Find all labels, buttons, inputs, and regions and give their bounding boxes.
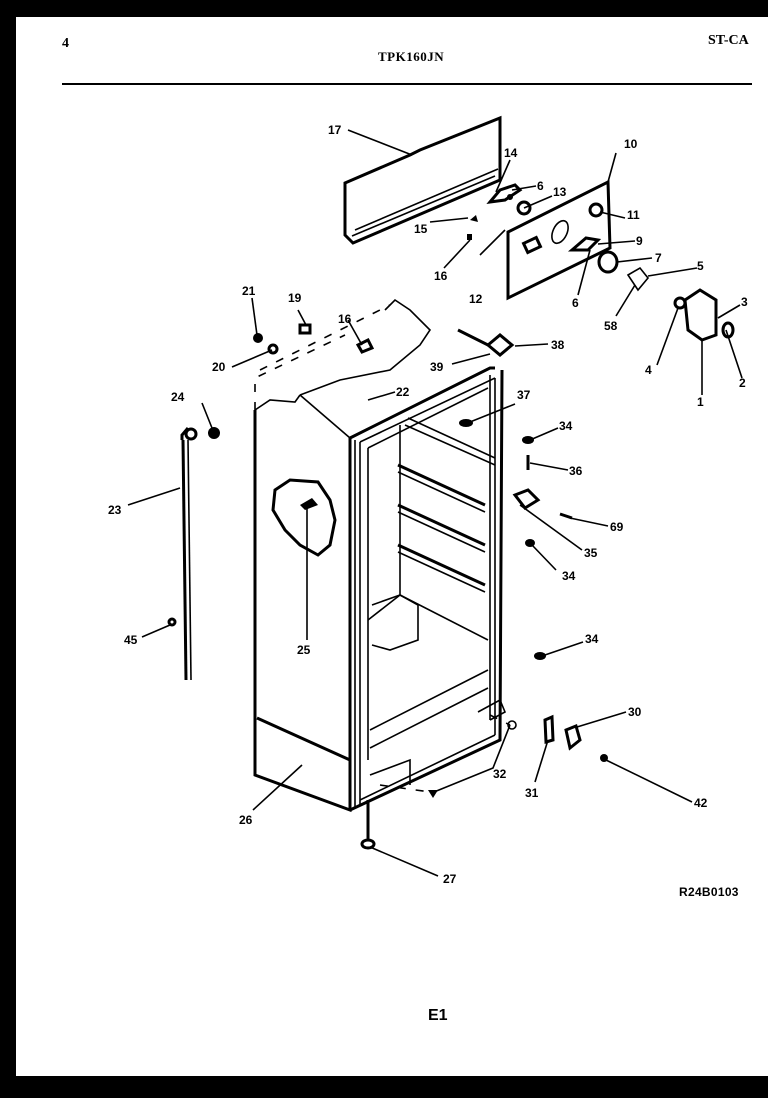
callout-42: 42: [694, 796, 708, 810]
header-divider: [62, 83, 752, 85]
callout-6-top: 6: [537, 179, 544, 193]
callout-31: 31: [525, 786, 539, 800]
callout-25: 25: [297, 643, 311, 657]
callout-27: 27: [443, 872, 457, 886]
leader-lines: [127, 129, 743, 877]
callout-14: 14: [504, 146, 518, 160]
callout-34-bottom: 34: [585, 632, 599, 646]
callout-45: 45: [124, 633, 138, 647]
callout-38: 38: [551, 338, 565, 352]
callout-26: 26: [239, 813, 253, 827]
callout-34-mid: 34: [562, 569, 576, 583]
callout-35: 35: [584, 546, 598, 560]
callout-16-top: 16: [434, 269, 448, 283]
callout-2: 2: [739, 376, 746, 390]
callout-22: 22: [396, 385, 410, 399]
callout-20: 20: [212, 360, 226, 374]
callout-16-mid: 16: [338, 312, 352, 326]
callout-19: 19: [288, 291, 302, 305]
callout-17: 17: [328, 123, 342, 137]
callout-13: 13: [553, 185, 567, 199]
page-number: 4: [62, 36, 69, 51]
callout-3: 3: [741, 295, 748, 309]
callout-30: 30: [628, 705, 642, 719]
callout-32: 32: [493, 767, 507, 781]
callout-36: 36: [569, 464, 583, 478]
cabinet-body: [253, 298, 507, 813]
right-hardware: [360, 328, 608, 850]
small-hardware-top: [467, 183, 532, 240]
callout-5: 5: [697, 259, 704, 273]
callout-6-bottom: 6: [572, 296, 579, 310]
drawing-reference: R24B0103: [679, 885, 739, 899]
model-number: TPK160JN: [378, 49, 445, 64]
drawing-sheet: [16, 17, 768, 1076]
callout-labels: 17 14 6 13 10 11 15 9 7 16 5 12 6 3 58 2…: [108, 123, 748, 886]
callout-58: 58: [604, 319, 618, 333]
callout-39: 39: [430, 360, 444, 374]
callout-1: 1: [697, 395, 704, 409]
callout-21: 21: [242, 284, 256, 298]
callout-69: 69: [610, 520, 624, 534]
callout-15: 15: [414, 222, 428, 236]
callout-7: 7: [655, 251, 662, 265]
callout-4: 4: [645, 363, 652, 377]
callout-12: 12: [469, 292, 483, 306]
section-code: ST-CA: [708, 33, 749, 48]
callout-9: 9: [636, 234, 643, 248]
callout-34-top: 34: [559, 419, 573, 433]
callout-10: 10: [624, 137, 638, 151]
callout-11: 11: [627, 208, 640, 222]
left-hardware: [167, 323, 375, 681]
part-10-control-panel: [506, 179, 735, 342]
callout-37: 37: [517, 388, 531, 402]
callout-24: 24: [171, 390, 185, 404]
part-17-top-trim: [343, 115, 502, 245]
callout-23: 23: [108, 503, 122, 517]
page-code: E1: [428, 1007, 448, 1024]
